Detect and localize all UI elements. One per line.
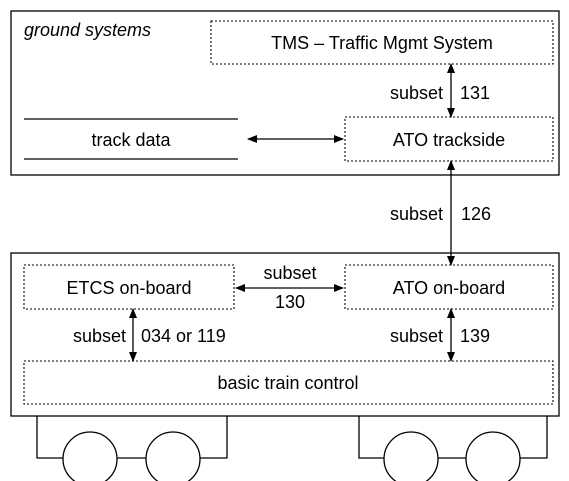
ato-onboard-label: ATO on-board [393,278,505,298]
train-box [10,252,560,417]
etcs-onboard-box [23,264,235,310]
ground-train-subset-label: subset [390,204,443,224]
ato-basic-subset-number: 139 [460,326,490,346]
track-data-label: track data [91,130,171,150]
tms-ato-subset-number: 131 [460,83,490,103]
left-bogie-wheel-2 [145,431,201,481]
etcs-onboard-label: ETCS on-board [66,278,191,298]
basic-train-control-box [23,360,554,405]
etcs-ato-subset-label: subset [263,263,316,283]
left-bogie-frame [36,416,228,459]
ato-trackside-label: ATO trackside [393,130,505,150]
etcs-ato-subset-number: 130 [275,292,305,312]
tms-label: TMS – Traffic Mgmt System [271,33,493,53]
left-bogie [36,416,228,481]
left-bogie-wheel-1 [62,431,118,481]
ground-systems-box [10,10,560,176]
ground-train-subset-number: 126 [461,204,491,224]
right-bogie-frame [358,416,548,459]
right-bogie [358,416,548,481]
ato-basic-subset-label: subset [390,326,443,346]
tms-ato-subset-label: subset [390,83,443,103]
ground-systems-label: ground systems [24,20,151,40]
tms-box [210,20,554,65]
right-bogie-wheel-2 [465,431,521,481]
etcs-basic-subset-number: 034 or 119 [141,326,226,346]
basic-train-control-label: basic train control [217,373,358,393]
right-bogie-wheel-1 [383,431,439,481]
etcs-basic-subset-label: subset [73,326,126,346]
